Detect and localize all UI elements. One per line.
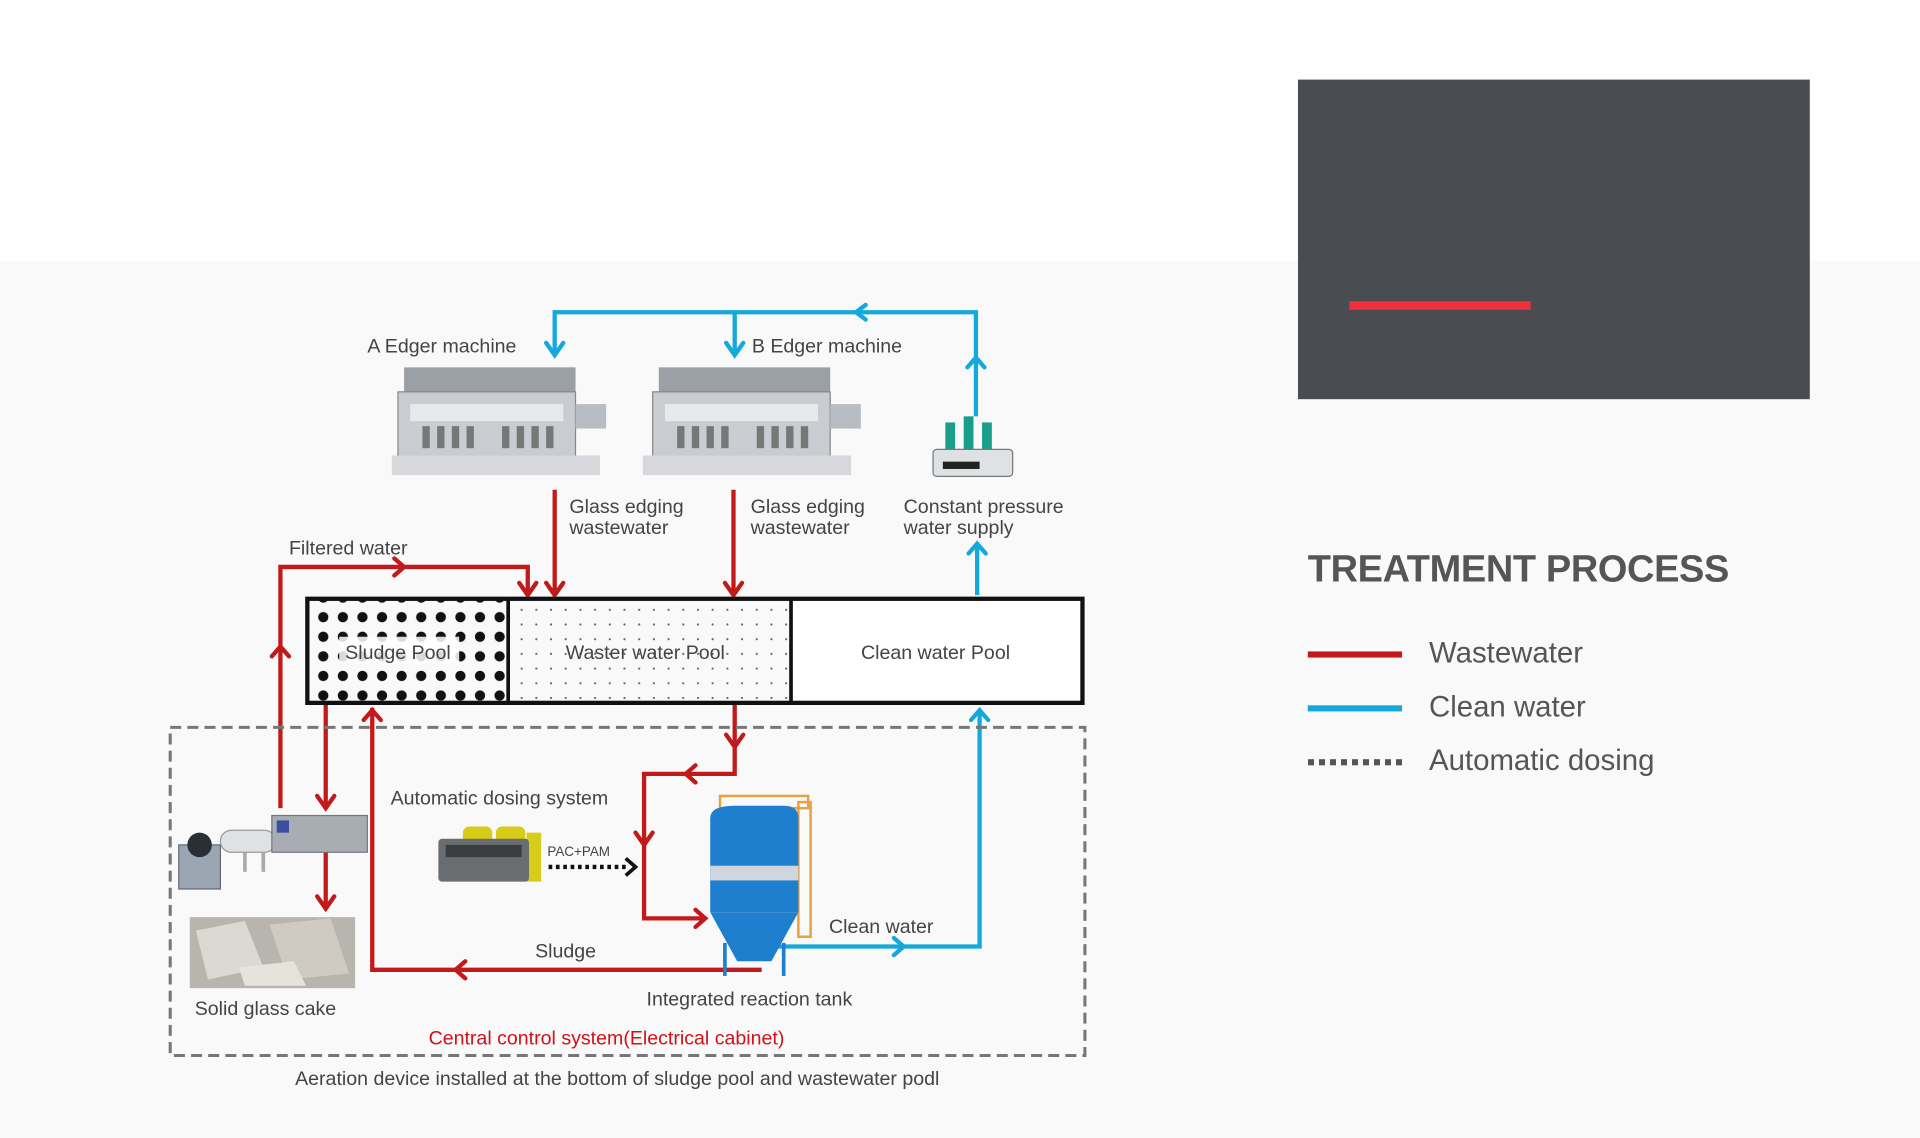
label-glass-cake: Solid glass cake bbox=[195, 998, 337, 1020]
wastewater-lines bbox=[278, 489, 762, 972]
label-pressure-1: Constant pressure bbox=[904, 496, 1064, 518]
label-waste-pool: Waster water Pool bbox=[566, 642, 725, 664]
constant-pressure-pump-image bbox=[932, 416, 1014, 477]
legend-swatch-clean-water bbox=[1307, 705, 1403, 712]
clean-water-lines bbox=[759, 546, 982, 949]
label-aeration-note: Aeration device installed at the bottom … bbox=[295, 1068, 939, 1090]
filter-press-image bbox=[178, 814, 368, 890]
legend-label: Clean water bbox=[1428, 690, 1586, 724]
label-wastewater-a-2: wastewater bbox=[568, 517, 668, 539]
label-wastewater-a-1: Glass edging bbox=[569, 496, 683, 518]
central-control-boundary bbox=[168, 725, 1087, 1058]
label-machine-b: B Edger machine bbox=[752, 336, 902, 358]
dosing-machine-image bbox=[438, 826, 542, 882]
edger-machine-a-image bbox=[391, 367, 607, 476]
wastewater-arrows bbox=[269, 556, 746, 981]
dosing-arrow bbox=[548, 856, 639, 877]
clean-water-lines-arrows bbox=[891, 540, 991, 958]
label-wastewater-b-1: Glass edging bbox=[751, 496, 865, 518]
solid-glass-cake-image bbox=[189, 917, 356, 989]
label-control-system: Central control system(Electrical cabine… bbox=[429, 1027, 785, 1049]
header-card bbox=[1297, 79, 1810, 400]
wastewater-pool bbox=[508, 598, 792, 703]
label-pac-pam: PAC+PAM bbox=[547, 844, 610, 859]
legend-label: Wastewater bbox=[1428, 636, 1584, 670]
pools bbox=[305, 596, 1085, 706]
clean-water-pool bbox=[791, 598, 1083, 703]
page-title: TREATMENT PROCESS bbox=[1307, 547, 1730, 591]
integrated-reaction-tank-image bbox=[710, 794, 812, 976]
label-clean-pool: Clean water Pool bbox=[861, 642, 1010, 664]
legend-label: Automatic dosing bbox=[1428, 744, 1655, 778]
label-wastewater-b-2: wastewater bbox=[750, 517, 850, 539]
legend-swatch-wastewater bbox=[1307, 651, 1403, 658]
label-machine-a: A Edger machine bbox=[367, 336, 516, 358]
label-sludge: Sludge bbox=[535, 941, 596, 963]
label-sludge-pool: Sludge Pool bbox=[345, 642, 451, 664]
clean-water-arrows bbox=[543, 302, 987, 370]
accent-bar bbox=[1349, 301, 1531, 310]
label-pressure-2: water supply bbox=[903, 517, 1014, 539]
label-reaction-tank: Integrated reaction tank bbox=[647, 988, 853, 1010]
clean-water-supply-loop bbox=[552, 310, 979, 417]
label-clean-water: Clean water bbox=[829, 916, 934, 938]
label-dosing-system: Automatic dosing system bbox=[391, 787, 609, 809]
label-filtered-water: Filtered water bbox=[289, 538, 408, 560]
edger-machine-b-image bbox=[642, 367, 861, 476]
legend-swatch-dosing bbox=[1307, 759, 1403, 766]
